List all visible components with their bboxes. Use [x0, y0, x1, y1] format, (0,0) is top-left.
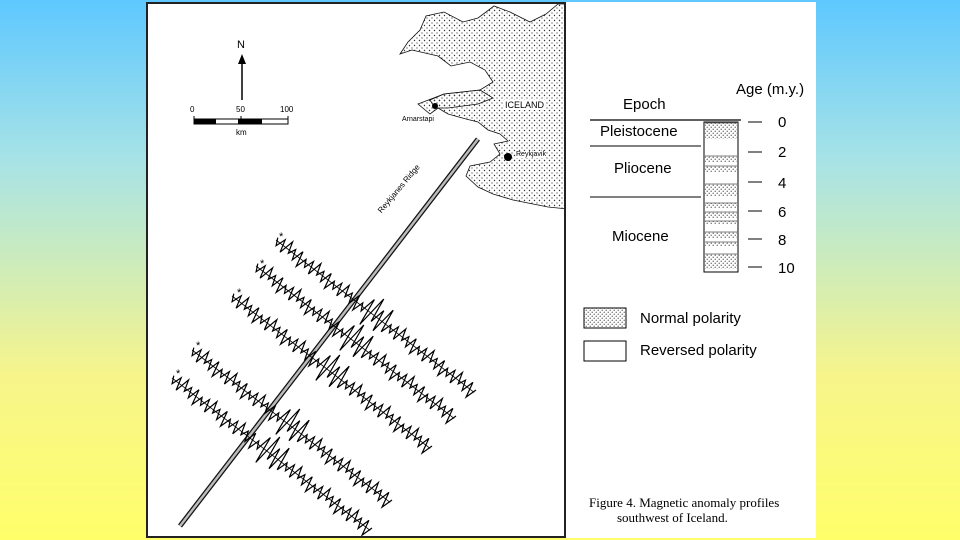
epoch-header: Epoch: [623, 96, 666, 113]
anomaly-profile-3: [231, 293, 433, 455]
scale-bar-graphic: [193, 116, 289, 125]
normal-polarity-band: [705, 212, 737, 218]
profile-track-1: [275, 239, 475, 393]
profile-marker-5: *: [176, 368, 181, 380]
epoch-miocene: Miocene: [612, 228, 669, 245]
profile-marker-4: *: [196, 340, 201, 352]
scale-tick-50: 50: [236, 105, 245, 114]
figure-panel: N 0 50 100 km ICELAND Arnarstapi Reykjav…: [146, 2, 816, 538]
reykjavik-marker: [504, 153, 512, 161]
caption-line-1: Figure 4. Magnetic anomaly profiles: [589, 495, 780, 510]
reversed-polarity-swatch: [583, 340, 627, 362]
anomaly-profile-1: [275, 237, 477, 399]
legend-normal-label: Normal polarity: [640, 310, 741, 327]
profile-marker-1: *: [279, 231, 284, 243]
map-panel: N 0 50 100 km ICELAND Arnarstapi Reykjav…: [146, 2, 566, 538]
anomaly-profile-4: [191, 347, 393, 509]
epoch-pleistocene: Pleistocene: [600, 123, 678, 140]
caption-line-2: southwest of Iceland.: [617, 510, 728, 525]
north-label: N: [237, 39, 245, 51]
place-label-reykjavik: Reykjavik: [516, 151, 546, 158]
normal-polarity-band: [705, 123, 737, 139]
polarity-timescale: [590, 119, 762, 273]
age-4: 4: [778, 175, 787, 192]
normal-polarity-band: [705, 184, 737, 196]
profile-track-5: [171, 377, 371, 531]
age-2: 2: [778, 144, 787, 161]
profile-marker-3: *: [237, 287, 242, 299]
arnarstapi-marker: [432, 103, 438, 109]
scale-unit: km: [236, 128, 247, 137]
age-6: 6: [778, 204, 787, 221]
normal-polarity-band: [705, 242, 737, 246]
map-drawing: [171, 4, 564, 536]
profile-track-4: [191, 349, 391, 503]
age-0: 0: [778, 114, 787, 131]
place-label-arnarstapi: Arnarstapi: [402, 116, 434, 123]
anomaly-profile-2: [255, 263, 457, 425]
anomaly-profiles: [171, 237, 477, 536]
normal-polarity-band: [705, 232, 737, 238]
anomaly-profile-5: [171, 375, 373, 536]
normal-polarity-band: [705, 203, 737, 208]
normal-polarity-band: [705, 254, 737, 269]
age-8: 8: [778, 232, 787, 249]
legend-reversed-label: Reversed polarity: [640, 342, 757, 359]
normal-polarity-swatch: [583, 307, 627, 329]
polarity-bands: [705, 122, 737, 269]
epoch-pliocene: Pliocene: [614, 160, 672, 177]
scale-tick-100: 100: [280, 105, 294, 114]
legend-swatches: [583, 307, 627, 362]
normal-polarity-band: [705, 166, 737, 172]
country-label: ICELAND: [504, 100, 546, 110]
age-10: 10: [778, 260, 795, 277]
normal-polarity-band: [705, 156, 737, 162]
scale-tick-0: 0: [190, 105, 195, 114]
profile-track-2: [255, 265, 455, 419]
profile-marker-2: *: [260, 258, 265, 270]
profile-track-3: [231, 295, 431, 449]
normal-polarity-band: [705, 221, 737, 224]
age-header: Age (m.y.): [736, 81, 805, 98]
